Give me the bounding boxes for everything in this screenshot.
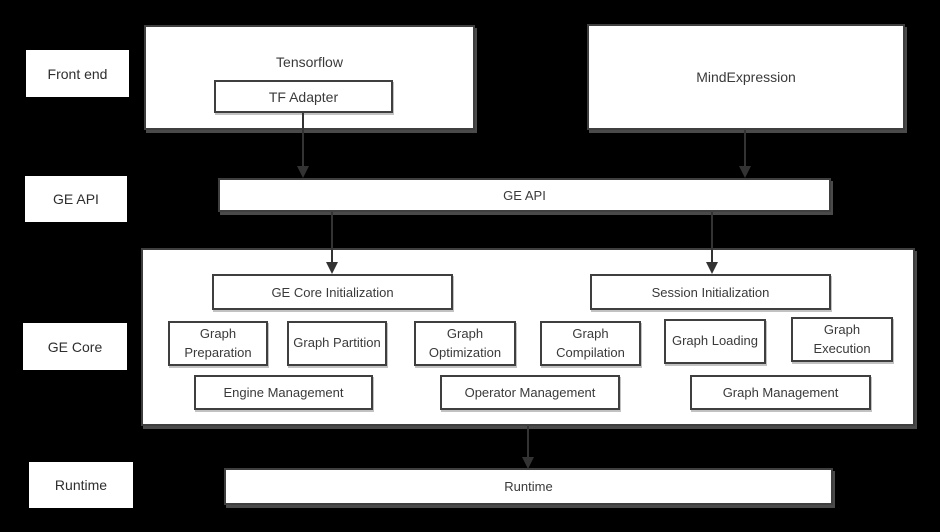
graph-optimization-label: Graph Optimization — [428, 326, 502, 360]
engine-management-box: Engine Management — [194, 375, 373, 410]
tensorflow-box: Tensorflow TF Adapter — [144, 25, 475, 130]
graph-loading-label: Graph Loading — [671, 333, 758, 349]
layer-label-front-end: Front end — [26, 50, 129, 97]
graph-partition-box: Graph Partition — [287, 321, 387, 366]
arrow-ge-api-to-session-initialization — [706, 212, 718, 274]
graph-execution-box: Graph Execution — [791, 317, 893, 362]
graph-preparation-box: Graph Preparation — [168, 321, 268, 366]
engine-management-label: Engine Management — [223, 385, 344, 400]
graph-compilation-label: Graph Compilation — [556, 326, 625, 360]
operator-management-label: Operator Management — [464, 385, 596, 400]
graph-optimization-box: Graph Optimization — [414, 321, 516, 366]
graph-management-label: Graph Management — [722, 385, 839, 400]
arrow-ge-core-to-runtime — [522, 426, 534, 469]
layer-label-runtime: Runtime — [29, 462, 133, 508]
operator-management-box: Operator Management — [440, 375, 620, 410]
session-initialization-box: Session Initialization — [590, 274, 831, 310]
runtime-box: Runtime — [224, 468, 833, 505]
mind-expression-label: MindExpression — [696, 69, 796, 85]
graph-preparation-label: Graph Preparation — [184, 326, 252, 360]
ge-core-container: GE Core Initialization Session Initializ… — [141, 248, 915, 426]
graph-loading-box: Graph Loading — [664, 319, 766, 364]
tf-adapter-box: TF Adapter — [214, 80, 393, 113]
layer-label-ge-core: GE Core — [23, 323, 127, 370]
ge-core-initialization-box: GE Core Initialization — [212, 274, 453, 310]
graph-partition-label: Graph Partition — [293, 335, 381, 351]
ge-core-initialization-label: GE Core Initialization — [271, 284, 394, 300]
graph-management-box: Graph Management — [690, 375, 871, 410]
tf-adapter-label: TF Adapter — [268, 88, 339, 105]
arrow-ge-api-to-ge-core-initialization — [326, 212, 338, 274]
mind-expression-box: MindExpression — [587, 24, 905, 130]
arrow-tf-adapter-to-ge-api — [297, 113, 309, 178]
graph-compilation-box: Graph Compilation — [540, 321, 641, 366]
arrow-mind-expression-to-ge-api — [739, 130, 751, 178]
layer-label-ge-api: GE API — [25, 176, 127, 222]
ge-api-box: GE API — [218, 178, 831, 212]
ge-api-label: GE API — [503, 187, 546, 203]
tensorflow-label: Tensorflow — [276, 54, 343, 70]
session-initialization-label: Session Initialization — [651, 284, 770, 300]
graph-execution-label: Graph Execution — [813, 322, 871, 356]
runtime-label: Runtime — [504, 479, 553, 494]
